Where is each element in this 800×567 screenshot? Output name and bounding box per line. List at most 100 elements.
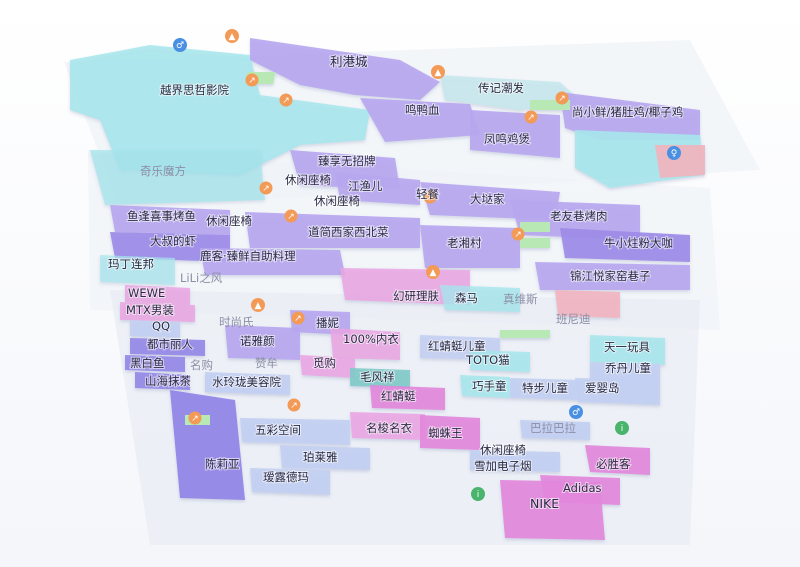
label-shuiling[interactable]: 水玲珑美容院 [211,374,282,390]
shop-senma[interactable] [440,285,520,312]
escalator-icon[interactable]: ↗ [524,110,538,124]
service-desk-icon[interactable]: i [615,421,629,435]
shop-nuoya[interactable] [225,325,300,360]
label-minggong[interactable]: 名购 [190,358,213,372]
label-aiying[interactable]: 爱婴岛 [584,380,621,396]
shop-yayaxue[interactable] [360,98,480,142]
shop-mingsuo[interactable] [350,412,425,440]
label-laoyou[interactable]: 老友巷烤肉 [549,208,609,224]
label-majiading[interactable]: 玛丁连邦 [107,256,155,272]
shop-jiangyuer[interactable] [335,172,420,205]
label-bisheng[interactable]: 必胜客 [595,456,632,472]
shop-qiaoshou[interactable] [460,375,510,398]
label-yufeng[interactable]: 鱼逢喜事烤鱼 [126,208,197,224]
label-xiuxian2[interactable]: 休闲座椅 [313,193,361,209]
elevator-icon[interactable]: ▲ [251,298,265,312]
label-chenliya[interactable]: 陈莉亚 [204,456,241,472]
label-hongqing[interactable]: 红蜻蜓 [380,388,417,404]
escalator-icon[interactable]: ↗ [279,93,293,107]
escalator-icon[interactable]: ↗ [284,209,298,223]
elevator-icon[interactable]: ▲ [431,65,445,79]
label-jinjiang[interactable]: 锦江悦家窑巷子 [569,268,652,284]
label-yuejie[interactable]: 越界思哲影院 [159,82,230,98]
label-zanmou[interactable]: 赞牟 [255,356,278,370]
shop-neiyi[interactable] [330,328,400,360]
label-senma[interactable]: 森马 [454,290,479,306]
label-jiangyuer[interactable]: 江渔儿 [347,178,384,194]
label-lilic[interactable]: LiLi之风 [180,271,223,285]
shop-fengming[interactable] [470,110,560,158]
label-ligangcheng[interactable]: 利港城 [329,53,369,70]
shop-bisheng[interactable] [585,445,650,475]
shop-dashudexia[interactable] [110,232,230,262]
label-mingsuo[interactable]: 名梭名衣 [365,420,413,436]
label-nuoya[interactable]: 诺雅颜 [239,333,276,349]
shop-cinema[interactable] [70,45,370,175]
label-chuanji[interactable]: 传记潮发 [477,80,525,96]
label-tianyi[interactable]: 天一玩具 [603,339,651,355]
label-laoxiang[interactable]: 老湘村 [446,235,483,251]
shop-yufengxishi[interactable] [110,205,230,235]
label-toto[interactable]: TOTO猫 [464,352,511,368]
shop-ligangcheng[interactable] [250,38,440,100]
elevator-icon[interactable]: ▲ [426,265,440,279]
label-wewe[interactable]: WEWE [127,285,166,301]
shop-lukezhen[interactable] [200,248,345,275]
restroom-icon[interactable]: ♂ [173,38,187,52]
label-tebu[interactable]: 特步儿童 [521,380,569,396]
label-adidas[interactable]: Adidas [562,480,603,496]
label-zhizhu[interactable]: 蜘蛛王 [427,425,464,441]
label-dushi[interactable]: 都市丽人 [146,336,194,352]
label-xuejia[interactable]: 雪加电子烟 [473,458,533,474]
service-desk-icon[interactable]: i [471,487,485,501]
shop-babala[interactable] [520,420,590,440]
shop-qilingde[interactable] [250,468,330,495]
label-qq[interactable]: QQ [151,318,171,334]
shop-chenliya[interactable] [170,390,245,500]
shop-qilemofang[interactable] [90,150,265,205]
label-xiuxian4[interactable]: 休闲座椅 [479,442,527,458]
shop-banlidi[interactable] [555,290,620,318]
shop-nike[interactable] [500,480,605,540]
label-niuxiao[interactable]: 牛小炷粉大咖 [603,235,674,251]
elevator-icon[interactable]: ▲ [225,29,239,43]
shop-qiaofu[interactable] [590,362,660,382]
label-neiyi[interactable]: 100%内衣 [342,331,400,347]
shop-majiading[interactable] [100,255,175,285]
escalator-icon[interactable]: ↗ [188,411,202,425]
label-qiaoshou[interactable]: 巧手童 [471,378,508,394]
shop-dushi[interactable] [130,338,205,356]
shop-toto[interactable] [470,350,530,372]
label-dazhan[interactable]: 大垯家 [469,191,506,207]
escalator-icon[interactable]: ↗ [555,91,569,105]
shop-laoxiangcun[interactable] [420,225,520,268]
escalator-icon[interactable]: ↗ [287,398,301,412]
label-wucai[interactable]: 五彩空间 [254,422,302,438]
label-fengming[interactable]: 凤鸣鸡煲 [483,131,531,147]
escalator-icon[interactable]: ↗ [423,190,437,204]
label-xiuxian3[interactable]: 休闲座椅 [205,213,253,229]
label-qiaofu[interactable]: 乔丹儿童 [604,360,652,376]
shop-heiyu[interactable] [125,355,185,372]
shop-xuejia[interactable] [470,450,560,472]
restroom-icon[interactable]: ♂ [569,405,583,419]
shop-qq[interactable] [130,320,180,338]
label-mixiang[interactable]: 觅购 [312,355,337,371]
shop-bolaiya[interactable] [280,445,370,470]
escalator-icon[interactable]: ↗ [511,227,525,241]
label-boni[interactable]: 播妮 [315,315,340,331]
shop-tianyi[interactable] [590,335,665,365]
label-heiyu[interactable]: 黑白鱼 [129,355,166,371]
shop-wucai[interactable] [240,418,350,445]
label-shangxiaoxian[interactable]: 尚小鲜/猪肚鸡/椰子鸡 [571,104,684,120]
label-yayaxue[interactable]: 鸣鸭血 [404,102,441,118]
label-qingqing[interactable]: 轻餐 [415,186,440,202]
label-zhenxiang[interactable]: 臻享无招牌 [317,153,377,169]
shop-wewe[interactable] [125,285,190,305]
label-zhenweisi[interactable]: 真维斯 [503,292,538,306]
shop-shangxiaoxian[interactable] [560,92,700,140]
label-maofeng[interactable]: 毛风祥 [359,369,396,385]
label-shiyishi[interactable]: 时尚氏 [219,315,254,329]
escalator-icon[interactable]: ↗ [259,181,273,195]
shop-shanhai[interactable] [135,372,190,390]
